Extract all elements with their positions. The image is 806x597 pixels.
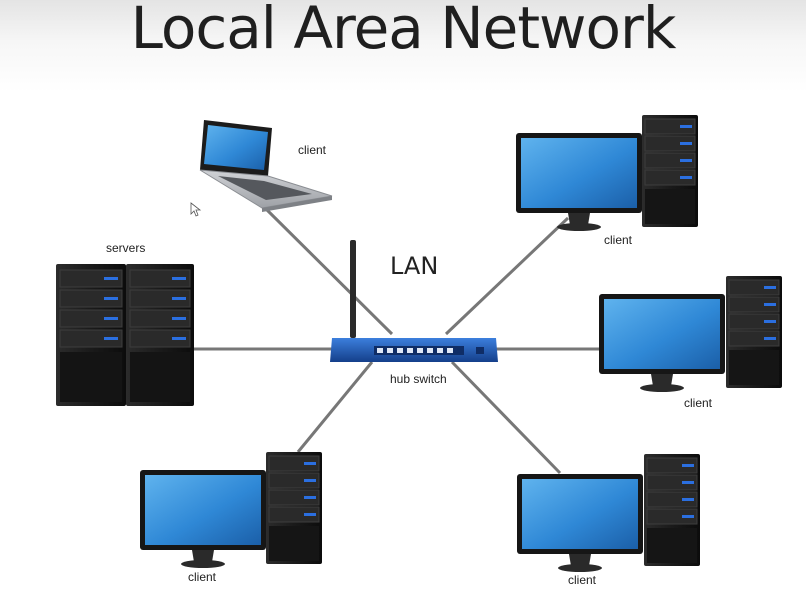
- page-title: Local Area Network: [130, 0, 677, 62]
- client-bottom-left: client: [140, 451, 323, 584]
- cable-laptop: [260, 203, 394, 336]
- network-cables: [194, 203, 600, 475]
- tower-icon: [265, 451, 323, 565]
- client-bottom-right-label: client: [568, 573, 597, 587]
- client-bottom-right: client: [517, 453, 701, 587]
- client-mid-right-label: client: [684, 396, 713, 410]
- monitor-icon: [516, 133, 642, 231]
- laptop-client: client: [199, 120, 333, 212]
- cable-top-right: [444, 216, 570, 336]
- servers: servers: [56, 241, 194, 406]
- client-top-right: client: [516, 114, 699, 247]
- laptop-icon: [199, 120, 333, 212]
- monitor-icon: [599, 294, 725, 392]
- tower-icon: [725, 275, 783, 389]
- tower-icon: [643, 453, 701, 567]
- monitor-icon: [140, 470, 266, 568]
- server-rack-icon: [56, 264, 194, 406]
- lan-label: LAN: [390, 252, 438, 280]
- client-top-right-label: client: [604, 233, 633, 247]
- cable-bottom-right: [450, 360, 562, 475]
- cable-bottom-left: [296, 361, 374, 453]
- cursor-icon: [190, 202, 202, 217]
- client-bottom-left-label: client: [188, 570, 217, 584]
- monitor-icon: [517, 474, 643, 572]
- hub-switch-label: hub switch: [390, 372, 447, 386]
- hub-switch: hub switch: [330, 240, 498, 386]
- laptop-client-label: client: [298, 143, 327, 157]
- title-banner: Local Area Network: [0, 0, 806, 92]
- servers-label: servers: [106, 241, 145, 255]
- client-mid-right: client: [599, 275, 783, 410]
- hub-switch-icon: [330, 240, 498, 362]
- tower-icon: [641, 114, 699, 228]
